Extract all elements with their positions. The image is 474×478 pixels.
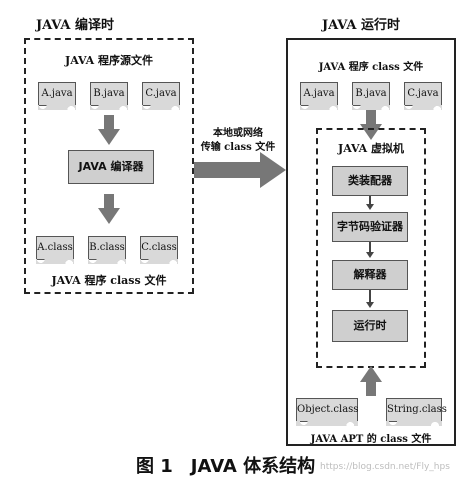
small-arrow-icon [366, 252, 374, 258]
class-loader-box: 类装配器 [332, 166, 408, 196]
api-class-file: Object.class [296, 398, 358, 426]
arrow-down-icon [98, 194, 120, 224]
api-class-file: String.class [386, 398, 447, 426]
runtime-class-file: B.java [352, 82, 390, 110]
jvm-label: JAVA 虚拟机 [338, 142, 404, 155]
class-file: A.class [36, 236, 74, 264]
small-arrow-icon [366, 302, 374, 308]
compile-class-files-label: JAVA 程序 class 文件 [51, 274, 167, 287]
interpreter-box: 解释器 [332, 260, 408, 290]
arrow-down-icon [98, 115, 120, 145]
source-file: C.java [142, 82, 180, 110]
source-file: A.java [38, 82, 76, 110]
transfer-label-line2: 传输 class 文件 [200, 142, 276, 153]
runtime-class-file: C.java [404, 82, 442, 110]
source-file: B.java [90, 82, 128, 110]
arrow-up-icon [360, 366, 382, 396]
bytecode-verifier-box: 字节码验证器 [332, 212, 408, 242]
compile-time-heading: JAVA 编译时 [36, 18, 114, 33]
class-file: C.class [140, 236, 178, 264]
connector-line [369, 290, 371, 304]
transfer-label-line1: 本地或网络 [213, 128, 263, 139]
small-arrow-icon [366, 204, 374, 210]
run-time-panel [286, 38, 456, 446]
watermark: https://blog.csdn.net/Fly_hps [320, 462, 450, 472]
class-file: B.class [88, 236, 126, 264]
compile-time-panel [24, 38, 194, 294]
runtime-class-files-label: JAVA 程序 class 文件 [318, 62, 424, 73]
connector-line [369, 196, 371, 206]
runtime-box: 运行时 [332, 310, 408, 342]
java-compiler-box: JAVA 编译器 [68, 150, 154, 184]
transfer-arrow-icon [194, 152, 286, 188]
runtime-class-file: A.java [300, 82, 338, 110]
source-files-label: JAVA 程序源文件 [65, 54, 153, 67]
run-time-heading: JAVA 运行时 [322, 18, 400, 33]
connector-line [369, 242, 371, 254]
figure-caption: 图 1 JAVA 体系结构 [136, 456, 316, 477]
api-class-files-label: JAVA APT 的 class 文件 [310, 434, 432, 445]
